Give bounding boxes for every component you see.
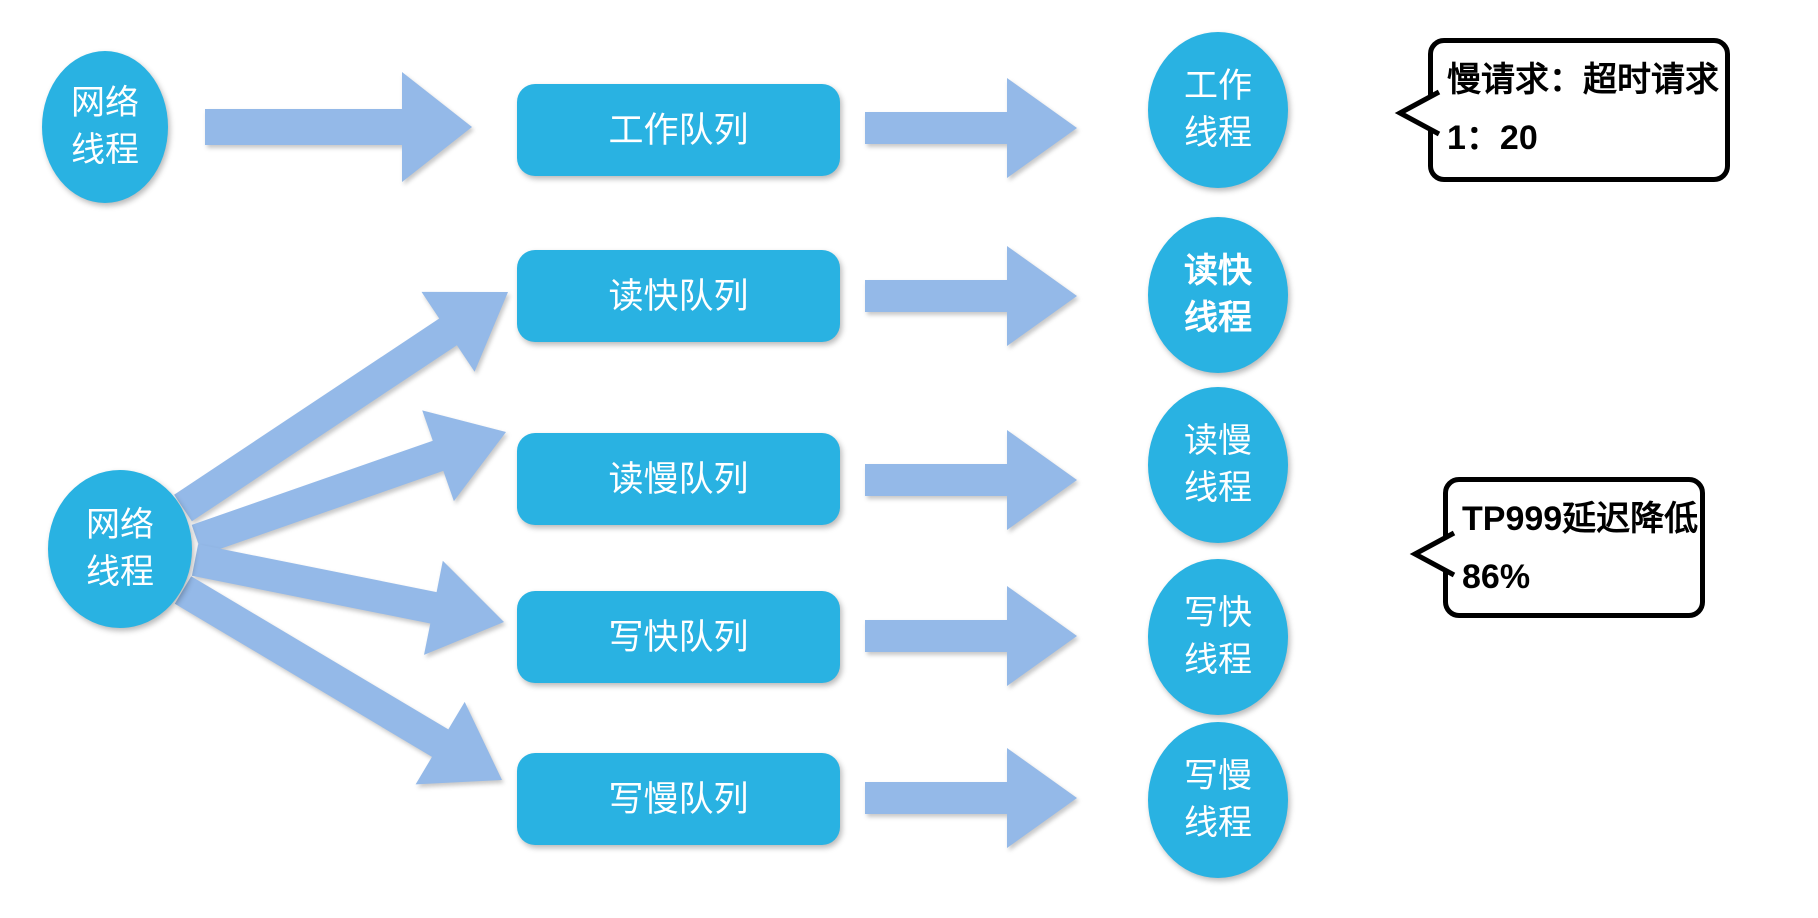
arrow-network-to-work-queue [205,72,472,182]
network-thread-label-line: 网络 [86,506,154,544]
arrow-read-slow-queue-to-thread [865,430,1077,530]
thread-circle-work: 工作线程 [1148,32,1288,188]
callout-slow-request-line1: 慢请求：超时请求 [1447,61,1719,99]
thread-circle-write-slow: 写慢线程 [1148,722,1288,878]
queue-box-read-fast: 读快队列 [517,250,840,342]
callout-slow-request: 慢请求：超时请求 1：20 [1394,38,1730,182]
thread-circle-label-line: 写快 [1184,594,1252,632]
arrow-write-fast-queue-to-thread [865,586,1077,686]
network-thread-label-line: 网络 [71,84,139,122]
thread-circle-label-line: 工作 [1184,67,1252,105]
queue-box-work: 工作队列 [517,84,840,176]
callout-tail-left [1394,89,1441,137]
callout-tp999-line1: TP999延迟降低 [1462,500,1699,538]
callout-tp999: TP999延迟降低 86% [1409,477,1705,618]
thread-circle-read-slow: 读慢线程 [1148,387,1288,543]
queue-box-read-slow: 读慢队列 [517,433,840,525]
network-thread-label-line: 线程 [86,553,154,591]
queue-box-label: 读慢队列 [608,459,749,499]
queue-box-label: 写快队列 [608,617,749,657]
network-thread-circle-top: 网络 线程 [42,51,168,203]
thread-circle-label-line: 线程 [1184,804,1252,842]
thread-circle-read-fast: 读快线程 [1148,217,1288,373]
queue-box-label: 写慢队列 [608,779,749,819]
arrow-read-fast-queue-to-thread [865,246,1077,346]
callout-tail-left [1409,530,1456,578]
thread-circle-label-line: 线程 [1184,641,1252,679]
arrow-work-queue-to-thread [865,78,1077,178]
queue-box-write-slow: 写慢队列 [517,753,840,845]
queue-box-label: 读快队列 [608,276,749,316]
thread-circle-write-fast: 写快线程 [1148,559,1288,715]
thread-circle-label-line: 线程 [1184,299,1252,337]
callout-slow-request-line2: 1：20 [1447,119,1538,157]
thread-circle-label-line: 读快 [1184,252,1252,290]
thread-circle-label-line: 写慢 [1184,757,1252,795]
callout-tp999-line2: 86% [1462,558,1531,596]
arrow-network-to-read-fast-queue [174,291,508,522]
arrow-network-to-write-fast-queue [191,544,504,655]
queue-box-write-fast: 写快队列 [517,591,840,683]
queue-box-label: 工作队列 [608,110,749,150]
thread-circle-label-line: 线程 [1184,114,1252,152]
arrow-network-to-write-slow-queue [174,576,503,785]
thread-circle-label-line: 读慢 [1184,422,1252,460]
network-thread-label-line: 线程 [71,131,139,169]
arrow-write-slow-queue-to-thread [865,748,1077,848]
arrow-network-to-read-slow-queue [191,410,506,556]
thread-circle-label-line: 线程 [1184,469,1252,507]
network-thread-circle-bottom: 网络 线程 [48,470,192,628]
